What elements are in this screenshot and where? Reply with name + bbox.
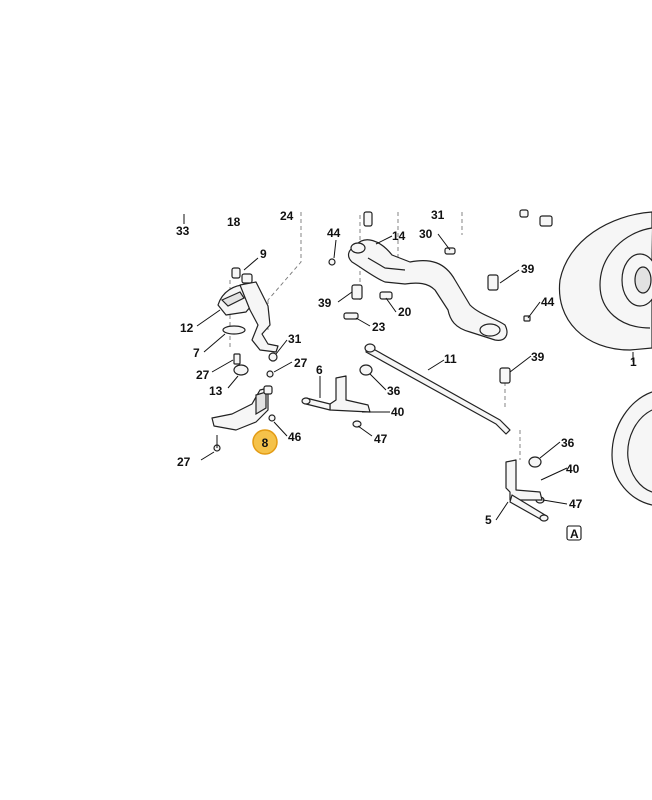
callout-31-left: 31 [288,332,302,346]
callout-20: 20 [398,305,412,319]
spindle-right [505,459,549,522]
callout-36-right: 36 [561,436,575,450]
callout-40-right: 40 [566,462,580,476]
callout-6: 6 [316,363,323,377]
steering-bracket [211,385,273,452]
callout-39-right: 39 [521,262,535,276]
callout-11: 11 [444,352,457,366]
highlighted-part-marker[interactable]: 8 [252,429,278,455]
axle-beam [347,239,508,341]
callout-30: 30 [419,227,433,241]
steering-sector [217,267,279,353]
callout-14: 14 [392,229,406,243]
callout-9: 9 [260,247,267,261]
view-label: A [570,527,579,541]
callout-44-left: 44 [327,226,341,240]
hardware [233,209,553,504]
spindle-left [301,375,371,413]
wheel-rear [558,211,652,351]
callout-1: 1 [630,355,637,369]
callout-39-lower: 39 [531,350,545,364]
callout-13: 13 [209,384,223,398]
tie-rod [364,343,511,435]
callout-7: 7 [193,346,200,360]
callout-46: 46 [288,430,302,444]
callout-47-right: 47 [569,497,583,511]
callout-labels: 33 18 24 9 12 7 27 13 31 27 6 46 27 44 1… [176,208,637,527]
callout-44-right: 44 [541,295,555,309]
callout-18: 18 [227,215,241,229]
callout-27-upper: 27 [196,368,210,382]
callout-12: 12 [180,321,194,335]
callout-39-left: 39 [318,296,332,310]
callout-23: 23 [372,320,386,334]
callout-36-left: 36 [387,384,401,398]
callout-40-left: 40 [391,405,405,419]
callout-31-top: 31 [431,208,445,222]
callout-27-lower: 27 [177,455,191,469]
callout-27-mid: 27 [294,356,308,370]
view-label-box: A [566,525,582,541]
callout-47-left: 47 [374,432,388,446]
callout-5: 5 [485,513,492,527]
highlighted-part-number: 8 [262,436,269,450]
callout-33: 33 [176,224,190,238]
callout-24: 24 [280,209,294,223]
leader-lines [183,214,634,521]
wheel-front [611,391,652,506]
